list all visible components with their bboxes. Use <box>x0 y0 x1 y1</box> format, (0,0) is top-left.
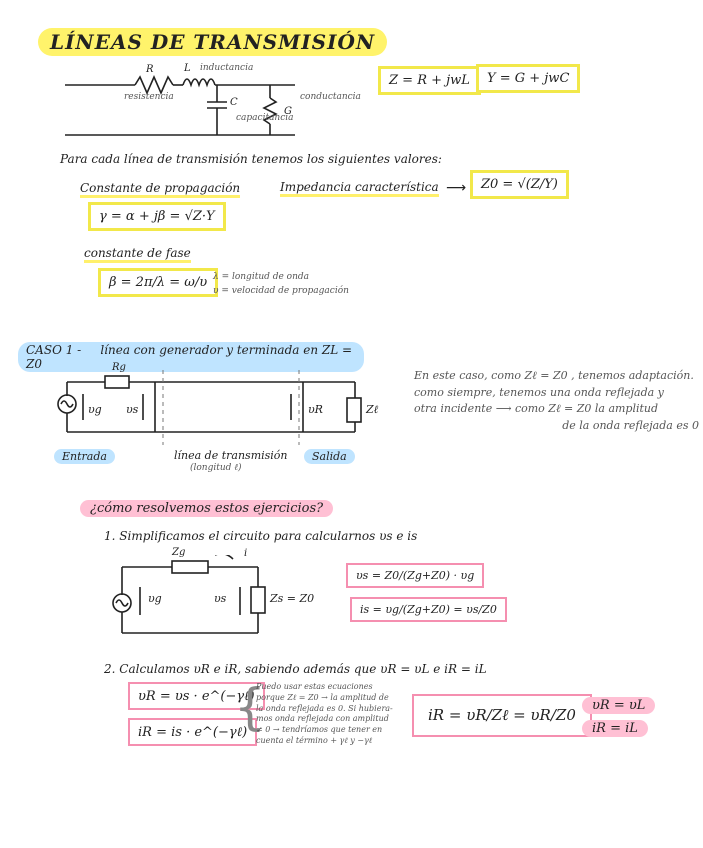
caso1-note-line-1: En este caso, como Zℓ = Z0 , tenemos ada… <box>414 369 694 382</box>
fase-note-1: λ = longitud de onda <box>213 272 310 282</box>
r-label: R <box>146 64 154 75</box>
i-label: i <box>244 548 248 559</box>
z-formula: Z = R + jwL <box>378 66 481 95</box>
caso1-label: CASO 1 - <box>26 343 82 357</box>
zg-label: Zg <box>172 547 186 558</box>
step2-note-line-1: Puedo usar estas ecuaciones <box>256 682 373 691</box>
imped-label: Impedancia característica <box>280 180 439 197</box>
linea-label: línea de transmisión <box>174 449 288 462</box>
fase-note-2: υ = velocidad de propagación <box>213 286 349 296</box>
vr-formula: υR = υs · e^(−γℓ) <box>128 682 265 710</box>
line-element-circuit <box>65 75 295 136</box>
capacitancia-label: capacitancia <box>236 113 294 123</box>
step1-text: 1. Simplificamos el circuito para calcul… <box>104 529 418 543</box>
is-formula: is = υg/(Zg+Z0) = υs/Z0 <box>350 597 507 622</box>
arrow-icon: ⟶ <box>446 180 467 196</box>
vg-label: υg <box>88 403 102 416</box>
caso1-note-line-4: de la onda reflejada es 0 <box>562 418 699 432</box>
ir-big-formula: iR = υR/Zℓ = υR/Z0 <box>412 694 592 737</box>
vs3-label: υs <box>214 592 227 605</box>
resistencia-label: resistencia <box>124 92 174 102</box>
c-label: C <box>230 97 238 108</box>
fase-formula: β = 2π/λ = ω/υ <box>98 268 219 297</box>
prop-label: Constante de propagación <box>80 181 241 198</box>
step2-note-line-4: mos onda reflejada con amplitud <box>256 714 389 724</box>
entrada-label: Entrada <box>54 449 115 464</box>
caso1-banner: CASO 1 - línea con generador y terminada… <box>18 342 364 372</box>
zs-label: Zs = Z0 <box>270 592 315 605</box>
step2-note: Puedo usar estas ecuaciones porque Zℓ = … <box>256 682 393 747</box>
brace-icon: { <box>234 678 266 736</box>
question-heading: ¿cómo resolvemos estos ejercicios? <box>80 500 334 517</box>
caso1-note-line-2: como siempre, tenemos una onda reflejada… <box>414 385 664 399</box>
conductancia-label: conductancia <box>300 92 361 102</box>
caso1-desc: línea con generador y terminada en ZL = … <box>26 343 353 371</box>
imped-formula: Z0 = √(Z/Y) <box>470 170 569 199</box>
result-ir-il: iR = iL <box>582 720 648 737</box>
inductancia-label: inductancia <box>200 63 254 73</box>
step2-note-line-6: cuenta el término + γℓ y −γℓ <box>256 735 373 745</box>
vg3-label: υg <box>148 592 162 605</box>
vr-label: υR <box>308 403 323 416</box>
vs-formula: υs = Z0/(Zg+Z0) · υg <box>346 563 485 588</box>
rg-label: Rg <box>112 362 126 373</box>
l-label: L <box>184 63 191 74</box>
ir-formula: iR = is · e^(−γℓ) <box>128 718 258 746</box>
step2-note-line-2: porque Zℓ = Z0 → la amplitud de <box>256 692 389 702</box>
prop-formula: γ = α + jβ = √Z·Y <box>88 202 226 231</box>
step2-text: 2. Calculamos υR e iR, sabiendo además q… <box>104 662 487 676</box>
step2-note-line-3: la onda reflejada es 0. Si hubiera- <box>256 703 393 713</box>
zl-label: Zℓ <box>366 403 379 416</box>
step2-note-line-5: ≠ 0 → tendríamos que tener en <box>256 725 383 735</box>
vs-label: υs <box>126 403 139 416</box>
salida-label: Salida <box>304 449 355 464</box>
caso1-note-line-3: otra incidente ⟶ como Zℓ = Z0 la amplitu… <box>414 402 659 415</box>
line-circuit <box>57 370 362 445</box>
g-label: G <box>284 106 292 117</box>
result-vr-vl: υR = υL <box>582 697 656 714</box>
caso1-note: En este caso, como Zℓ = Z0 , tenemos ada… <box>414 368 699 434</box>
simplified-circuit <box>112 555 266 634</box>
fase-label: constante de fase <box>84 246 191 263</box>
longitud-label: (longitud ℓ) <box>190 463 242 473</box>
y-formula: Y = G + jwC <box>476 64 581 93</box>
page-title: LÍNEAS DE TRANSMISIÓN <box>38 28 388 56</box>
intro-text: Para cada línea de transmisión tenemos l… <box>60 152 442 166</box>
